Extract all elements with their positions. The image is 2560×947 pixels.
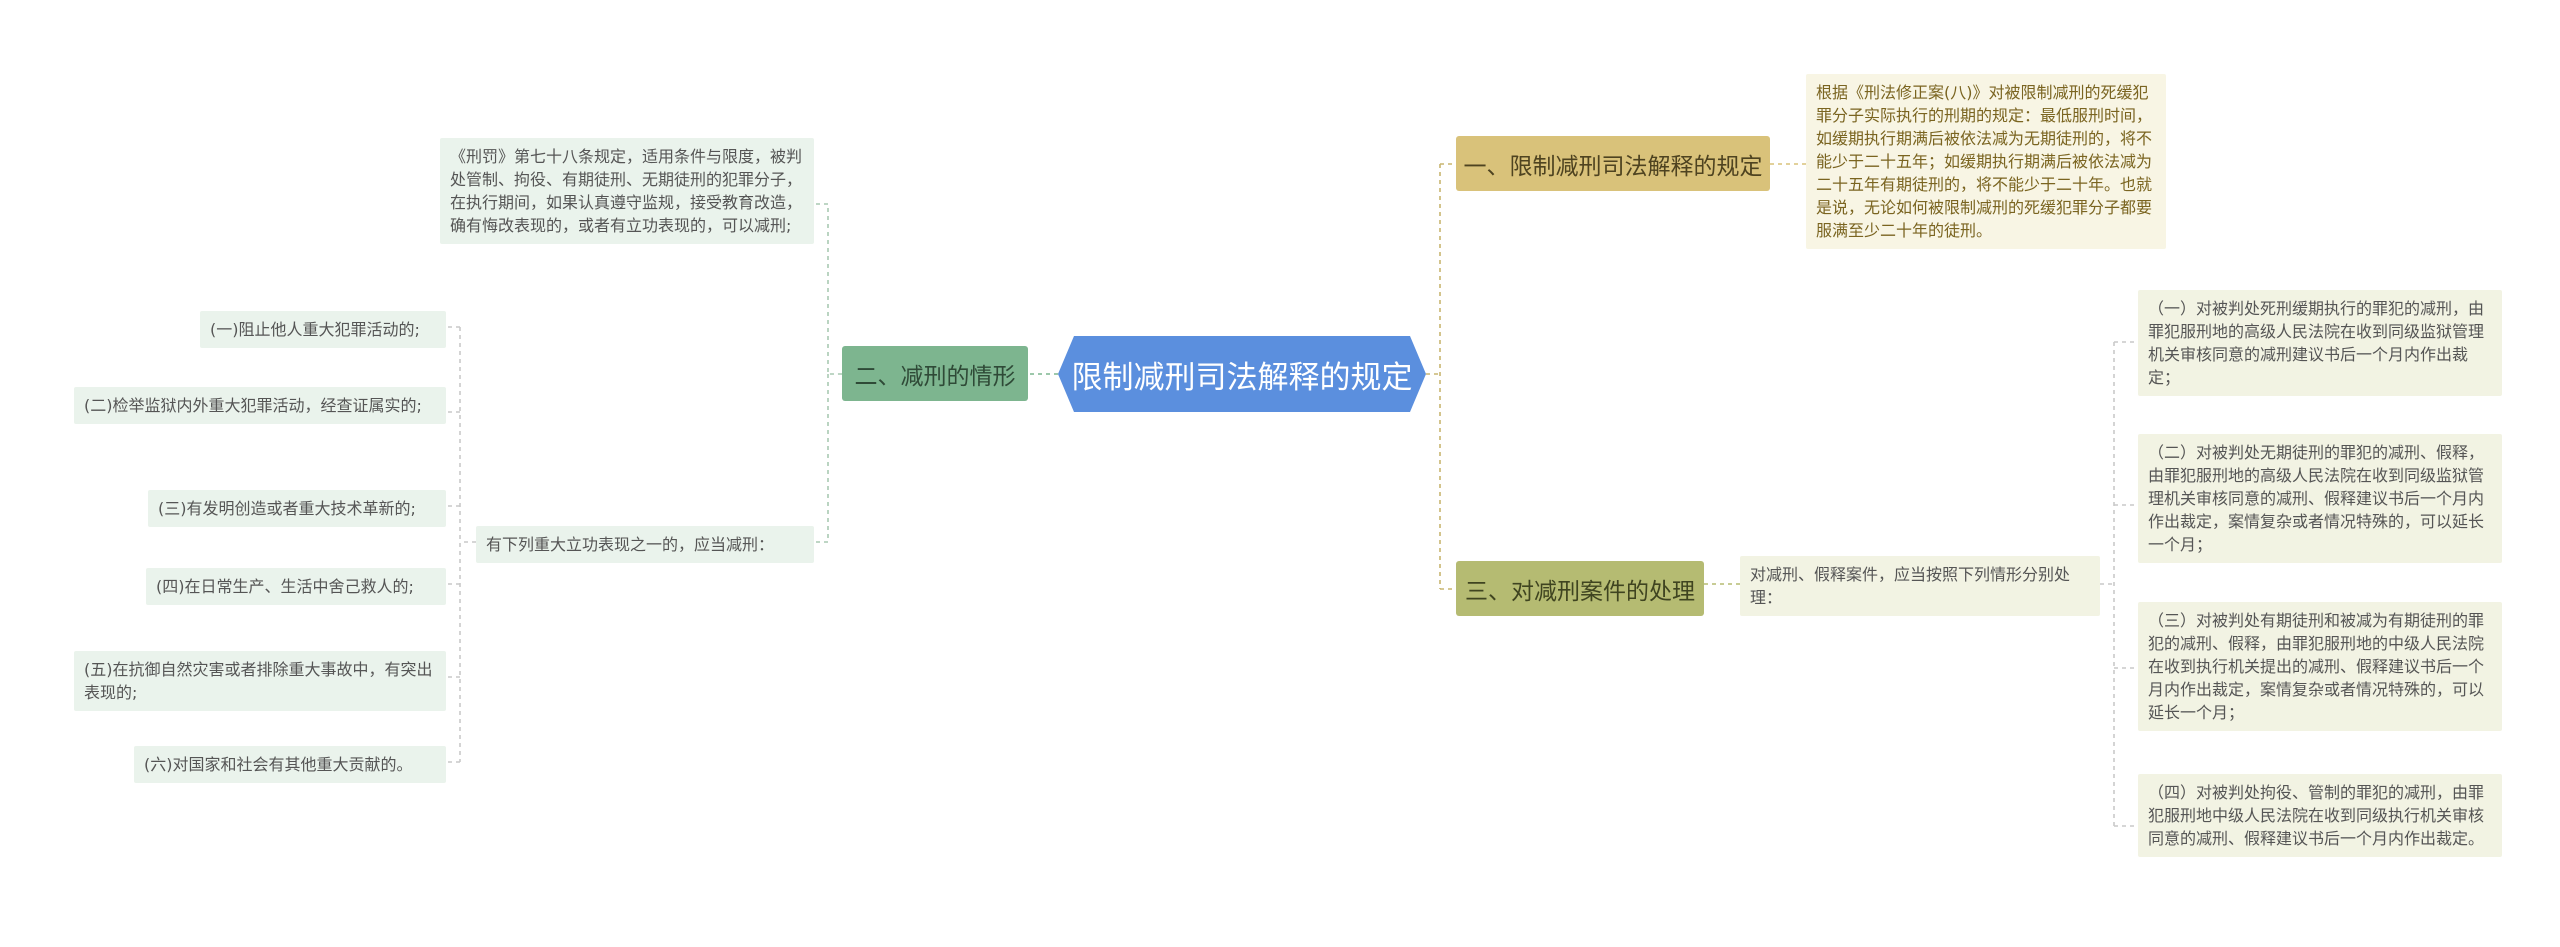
handling-item-1[interactable]: （一）对被判处死刑缓期执行的罪犯的减刑，由罪犯服刑地的高级人民法院在收到同级监狱… [2138,290,2502,396]
amendment-eight-text[interactable]: 根据《刑法修正案(八)》对被限制减刑的死缓犯罪分子实际执行的刑期的规定：最低服刑… [1806,74,2166,249]
branch-reduction-situations[interactable]: 二、减刑的情形 [842,346,1028,401]
leaf-text: (六)对国家和社会有其他重大贡献的。 [144,755,413,774]
leaf-text: （一）对被判处死刑缓期执行的罪犯的减刑，由罪犯服刑地的高级人民法院在收到同级监狱… [2148,299,2485,387]
root-topic-label: 限制减刑司法解释的规定 [1071,359,1413,396]
root-topic[interactable]: 限制减刑司法解释的规定 [1058,336,1426,412]
merit-item-4[interactable]: (四)在日常生产、生活中舍己救人的; [146,568,446,605]
link-left-children [814,203,843,543]
leaf-text: （四）对被判处拘役、管制的罪犯的减刑，由罪犯服刑地中级人民法院在收到同级执行机关… [2148,783,2485,848]
branch-limit-reduction-rules[interactable]: 一、限制减刑司法解释的规定 [1456,136,1770,191]
handling-item-3[interactable]: （三）对被判处有期徒刑和被减为有期徒刑的罪犯的减刑、假释，由罪犯服刑地的中级人民… [2138,602,2502,731]
link-right3-items [2100,341,2138,827]
merit-item-2[interactable]: (二)检举监狱内外重大犯罪活动，经查证属实的; [74,387,446,424]
major-merit-heading[interactable]: 有下列重大立功表现之一的，应当减刑： [476,526,814,563]
branch-label: 三、对减刑案件的处理 [1465,578,1695,605]
leaf-text: (五)在抗御自然灾害或者排除重大事故中，有突出表现的; [84,660,433,702]
leaf-text: （三）对被判处有期徒刑和被减为有期徒刑的罪犯的减刑、假释，由罪犯服刑地的中级人民… [2148,611,2485,722]
leaf-text: 根据《刑法修正案(八)》对被限制减刑的死缓犯罪分子实际执行的刑期的规定：最低服刑… [1816,83,2153,240]
leaf-text: (四)在日常生产、生活中舍己救人的; [156,577,414,596]
leaf-text: (二)检举监狱内外重大犯罪活动，经查证属实的; [84,396,422,415]
leaf-text: （二）对被判处无期徒刑的罪犯的减刑、假释，由罪犯服刑地的高级人民法院在收到同级监… [2148,443,2485,554]
link-sub-items [446,326,476,763]
law-article-text[interactable]: 《刑罚》第七十八条规定，适用条件与限度，被判处管制、拘役、有期徒刑、无期徒刑的犯… [440,138,814,244]
case-handling-heading[interactable]: 对减刑、假释案件，应当按照下列情形分别处理： [1740,556,2100,616]
branch-label: 一、限制减刑司法解释的规定 [1463,153,1763,180]
link-root-right [1426,163,1456,590]
handling-item-2[interactable]: （二）对被判处无期徒刑的罪犯的减刑、假释，由罪犯服刑地的高级人民法院在收到同级监… [2138,434,2502,563]
leaf-text: 有下列重大立功表现之一的，应当减刑： [486,535,775,554]
leaf-text: 对减刑、假释案件，应当按照下列情形分别处理： [1750,565,2071,607]
branch-label: 二、减刑的情形 [854,363,1016,390]
branch-case-handling[interactable]: 三、对减刑案件的处理 [1456,561,1704,616]
leaf-text: (三)有发明创造或者重大技术革新的; [158,499,416,518]
merit-item-3[interactable]: (三)有发明创造或者重大技术革新的; [148,490,446,527]
merit-item-6[interactable]: (六)对国家和社会有其他重大贡献的。 [134,746,446,783]
handling-item-4[interactable]: （四）对被判处拘役、管制的罪犯的减刑，由罪犯服刑地中级人民法院在收到同级执行机关… [2138,774,2502,857]
merit-item-5[interactable]: (五)在抗御自然灾害或者排除重大事故中，有突出表现的; [74,651,446,711]
merit-item-1[interactable]: (一)阻止他人重大犯罪活动的; [200,311,446,348]
leaf-text: 《刑罚》第七十八条规定，适用条件与限度，被判处管制、拘役、有期徒刑、无期徒刑的犯… [450,147,803,235]
leaf-text: (一)阻止他人重大犯罪活动的; [210,320,420,339]
